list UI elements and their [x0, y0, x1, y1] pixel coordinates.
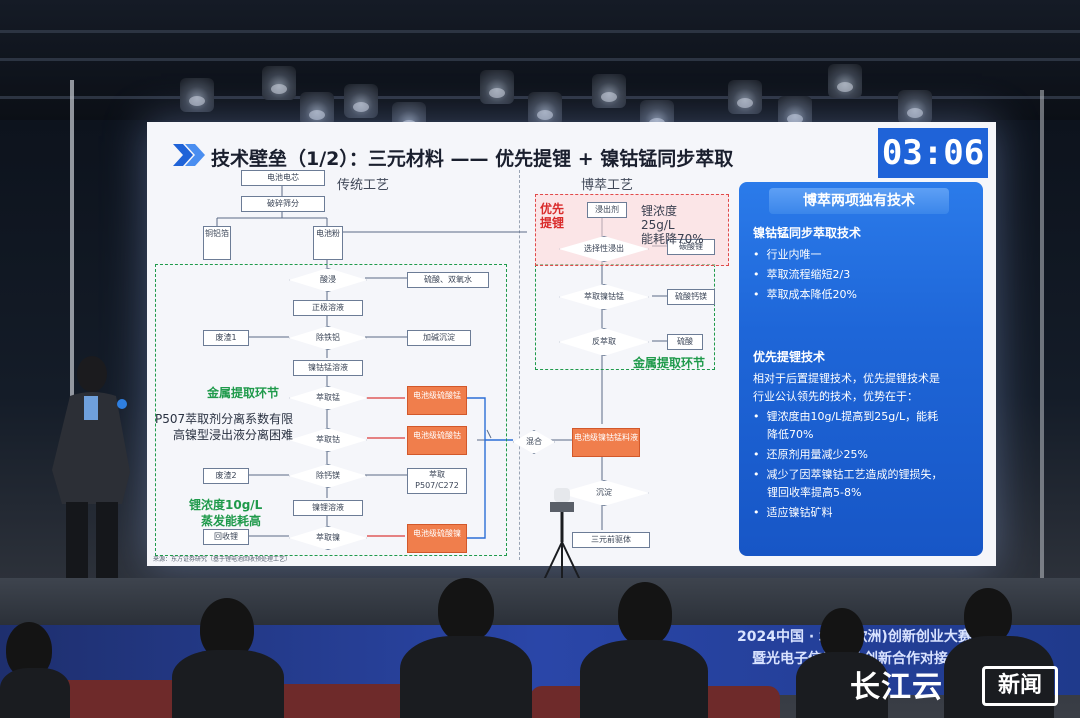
step-powder: 电池粉 [313, 226, 343, 260]
panel-s1-item: • 萃取成本降低20% [753, 288, 857, 301]
step-battery-core: 电池电芯 [241, 170, 325, 186]
stage-floor [0, 578, 1080, 628]
step-waste2: 废渣2 [203, 468, 249, 484]
audience-shoulders [172, 650, 284, 718]
step-copper: 铜铝箔 [203, 226, 231, 260]
panel-s2-item: • 适应镍钴矿料 [753, 506, 833, 519]
step-recover: 回收锂 [203, 529, 249, 545]
li-energy-label: 能耗降70% [641, 232, 704, 246]
section-divider [519, 170, 520, 560]
stage-light-icon [898, 90, 932, 124]
stage-light-icon [344, 84, 378, 118]
stage-light-icon [300, 92, 334, 126]
step-extractant: 萃取P507/C272 [407, 468, 467, 494]
stage-light-icon [480, 70, 514, 104]
camera-tripod [543, 488, 581, 581]
panel-s2-item: 降低70% [767, 428, 814, 441]
audience-head [964, 588, 1012, 644]
panel-s2-desc: 行业公认领先的技术，优势在于： [753, 390, 918, 403]
bocui-header: 博萃工艺 [581, 178, 634, 193]
audience-shoulders [400, 636, 532, 718]
projection-screen: 技术壁垒（1/2）：三元材料 —— 优先提锂 + 镍钴锰同步萃取 03:06 传… [147, 122, 996, 566]
step-waste1: 废渣1 [203, 330, 249, 346]
presenter [52, 356, 130, 608]
step-acid: 硫酸 [667, 334, 703, 350]
step-crude: 镍钴锰溶液 [293, 360, 363, 376]
audience-head [200, 598, 254, 660]
panel-s2-item: 锂回收率提高5-8% [767, 486, 862, 499]
stage-light-icon [828, 64, 862, 98]
chevron-right-icon [173, 144, 205, 166]
step-li-out: 碳酸锂 [667, 239, 715, 255]
panel-s1-item: • 萃取流程缩短2/3 [753, 268, 851, 281]
p507-note-1: P507萃取剂分离系数有限 [155, 412, 294, 426]
panel-s2-desc: 相对于后置提锂技术，优先提锂技术是 [753, 372, 940, 385]
stage-light-icon [262, 66, 296, 100]
panel-s2-item: • 还原剂用量减少25% [753, 448, 868, 461]
audience-shoulders [796, 652, 888, 718]
li-conc-value: 25g/L [641, 218, 675, 232]
p507-note-2: 高镍型浸出液分离困难 [173, 428, 294, 442]
stage-light-icon [728, 80, 762, 114]
output-ni: 电池级硫酸镍 [407, 524, 467, 553]
banner-line-1: 2024中国 · 北欧(欧洲)创新创业大赛决赛 [737, 629, 1000, 645]
audience-head [438, 578, 494, 642]
watermark-logo-text: 长江云 [850, 670, 943, 705]
step-reagent: 硫酸、双氧水 [407, 272, 489, 288]
step-crush: 破碎筛分 [241, 196, 325, 212]
metal-extraction-label-right: 金属提取环节 [633, 356, 706, 370]
audience-shoulders [580, 640, 708, 718]
panel-s2-item: • 锂浓度由10g/L提高到25g/L，能耗 [753, 410, 939, 423]
audience-head [618, 582, 672, 646]
step-alkali: 加碱沉淀 [407, 330, 471, 346]
stage-light-icon [592, 74, 626, 108]
tech-panel: 博萃两项独有技术 镍钴锰同步萃取技术 • 行业内唯一 • 萃取流程缩短2/3 •… [739, 182, 983, 556]
output-mixed: 电池级镍钴锰料液 [572, 428, 640, 457]
step-leachant: 浸出剂 [587, 202, 627, 218]
slide-title: 技术壁垒（1/2）：三元材料 —— 优先提锂 + 镍钴锰同步萃取 [211, 148, 734, 170]
li-10-label: 锂浓度10g/L [189, 498, 263, 512]
step-raffinate: 硫酸钙镁 [667, 289, 715, 305]
li-conc-label: 锂浓度 [641, 204, 678, 218]
news-watermark: 长江云 新闻 [850, 662, 1058, 706]
truss-beam [0, 30, 1080, 33]
output-co: 电池级硫酸钴 [407, 426, 467, 455]
truss-beam [0, 58, 1080, 61]
step-leachate: 正极溶液 [293, 300, 363, 316]
slide-source: 来源：东方证券研究（基于锂电池回收预处理工艺） [153, 556, 292, 563]
stage-pole [70, 80, 74, 580]
priority-li-label: 优先提锂 [540, 202, 565, 230]
panel-header: 博萃两项独有技术 [769, 188, 949, 214]
metal-extraction-label-left: 金属提取环节 [207, 386, 280, 400]
metal-extraction-frame [155, 264, 507, 556]
panel-s1-title: 镍钴锰同步萃取技术 [753, 226, 862, 240]
step-ni-sol: 镍锂溶液 [293, 500, 363, 516]
stage-light-icon [528, 92, 562, 126]
panel-s1-item: • 行业内唯一 [753, 248, 822, 261]
output-mn: 电池级硫酸锰 [407, 386, 467, 415]
watermark-logo-box: 新闻 [982, 666, 1058, 706]
countdown-timer: 03:06 [878, 128, 988, 178]
stage-light-icon [180, 78, 214, 112]
panel-s2-item: • 减少了因萃镍钴工艺造成的锂损失， [753, 468, 943, 481]
audience-head [820, 608, 864, 660]
panel-s2-title: 优先提锂技术 [753, 350, 826, 364]
audience-shoulders [0, 668, 70, 718]
stage-pole [1040, 90, 1044, 580]
traditional-header: 传统工艺 [337, 178, 390, 193]
evap-energy-label: 蒸发能耗高 [201, 514, 262, 528]
step-precursor: 三元前驱体 [572, 532, 650, 548]
